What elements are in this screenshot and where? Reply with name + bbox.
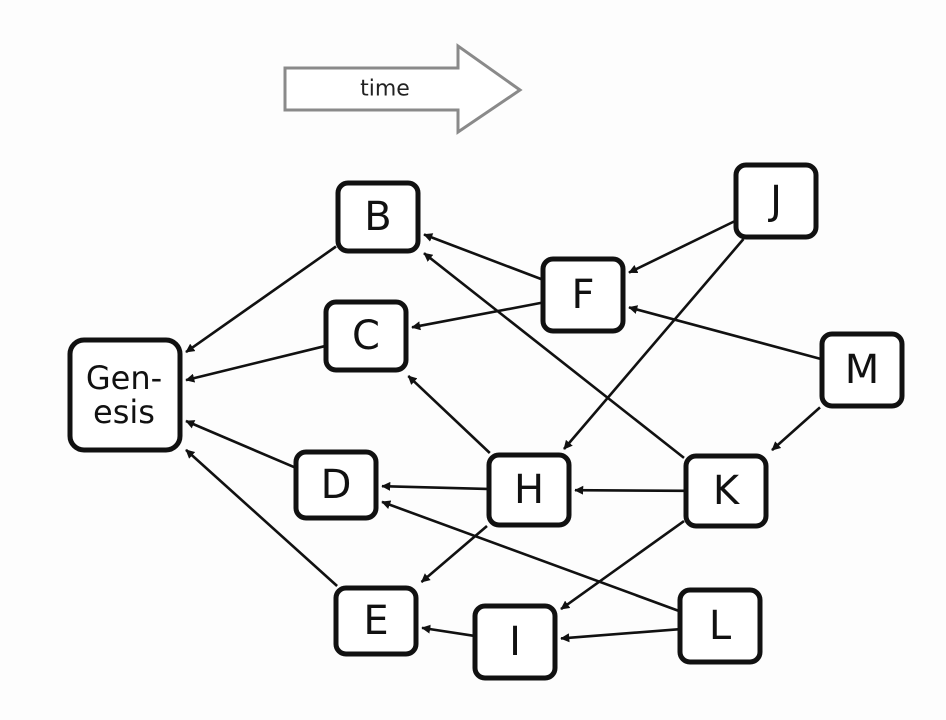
node-f[interactable]: F bbox=[540, 256, 626, 334]
time-label: time bbox=[360, 77, 410, 102]
edge-h-to-c bbox=[407, 375, 491, 454]
node-j-label: J bbox=[767, 178, 782, 224]
node-k[interactable]: K bbox=[683, 453, 769, 529]
node-b-label: B bbox=[364, 194, 391, 240]
node-genesis-label-line2: esis bbox=[93, 393, 155, 431]
edge-c-to-genesis bbox=[185, 345, 325, 383]
edge-f-to-b bbox=[423, 233, 542, 281]
node-c-label: C bbox=[352, 313, 380, 359]
edge-l-to-i bbox=[560, 628, 679, 643]
edge-l-to-d bbox=[381, 500, 679, 612]
node-m[interactable]: M bbox=[819, 331, 905, 409]
edge-j-to-h bbox=[563, 238, 745, 450]
node-l[interactable]: L bbox=[677, 587, 763, 665]
edge-h-to-d bbox=[381, 481, 488, 491]
edge-j-to-f bbox=[628, 220, 735, 274]
edge-h-to-e bbox=[420, 525, 488, 583]
node-i[interactable]: I bbox=[472, 603, 558, 681]
node-l-label: L bbox=[709, 603, 732, 649]
edge-m-to-k bbox=[771, 406, 821, 452]
node-genesis-label-line1: Gen- bbox=[86, 359, 162, 397]
edge-d-to-genesis bbox=[185, 419, 295, 469]
node-i-label: I bbox=[509, 619, 521, 665]
node-d-label: D bbox=[321, 462, 352, 508]
node-h[interactable]: H bbox=[486, 452, 572, 528]
node-m-label: M bbox=[845, 347, 880, 393]
node-b[interactable]: B bbox=[335, 180, 421, 254]
node-d[interactable]: D bbox=[293, 449, 379, 521]
node-e[interactable]: E bbox=[333, 585, 419, 657]
edge-b-to-genesis bbox=[185, 245, 337, 354]
edge-i-to-e bbox=[421, 624, 474, 637]
node-genesis[interactable]: Gen- esis bbox=[67, 337, 183, 453]
edge-f-to-c bbox=[411, 301, 542, 331]
node-h-label: H bbox=[514, 467, 544, 513]
node-f-label: F bbox=[571, 272, 594, 318]
edge-e-to-genesis bbox=[185, 448, 338, 587]
time-arrow: time bbox=[283, 43, 523, 135]
edge-m-to-f bbox=[628, 305, 821, 360]
edges-layer bbox=[185, 220, 821, 643]
node-e-label: E bbox=[363, 598, 388, 644]
edge-k-to-b bbox=[423, 252, 685, 459]
node-k-label: K bbox=[713, 468, 741, 514]
edge-k-to-h bbox=[574, 485, 685, 495]
node-c[interactable]: C bbox=[323, 299, 409, 373]
edge-k-to-i bbox=[560, 520, 685, 611]
node-j[interactable]: J bbox=[733, 162, 819, 240]
